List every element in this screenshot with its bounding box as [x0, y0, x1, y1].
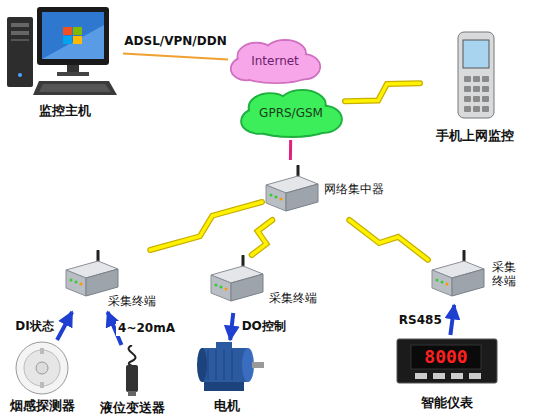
- edge-label: 4~20mA: [116, 321, 177, 335]
- node-label: 电机: [214, 398, 240, 414]
- wireless-bolt: [150, 202, 262, 250]
- terminal-node: 采集终端: [62, 250, 182, 312]
- terminal-node: 采集终端: [207, 255, 337, 313]
- device-icon: [428, 250, 488, 298]
- device-icon: [5, 5, 120, 100]
- node-label: 智能仪表: [421, 395, 473, 411]
- link-line: [123, 54, 228, 60]
- device-icon: [62, 250, 122, 298]
- node-label: 手机上网监控: [436, 128, 514, 144]
- node-label: 监控主机: [39, 103, 91, 119]
- node-label: 采集终端: [269, 291, 317, 305]
- edge-label: RS485: [397, 313, 444, 327]
- wireless-bolt: [345, 83, 420, 101]
- node-label: GPRS/GSM: [259, 106, 323, 120]
- level-transmitter-node: 液位变送器: [92, 345, 172, 418]
- node-label: 采集终端: [108, 294, 156, 308]
- terminal-node: 采集 终端: [428, 250, 528, 305]
- node-label: 烟感探测器: [10, 398, 75, 414]
- computer-node: 监控主机: [5, 5, 123, 123]
- signal-arrow: [450, 305, 454, 335]
- wireless-bolt: [252, 220, 273, 255]
- node-label: 网络集中器: [324, 182, 384, 196]
- device-icon: [207, 255, 267, 303]
- device-icon: [120, 345, 144, 397]
- motor-node: 电机: [185, 340, 270, 418]
- smoke-detector-node: 烟感探测器: [2, 340, 82, 418]
- concentrator-node: 网络集中器: [262, 160, 390, 220]
- node-label: 采集 终端: [492, 260, 522, 289]
- phone-node: 手机上网监控: [420, 30, 530, 148]
- wireless-bolt: [349, 220, 428, 260]
- device-icon: [190, 340, 265, 395]
- device-icon: [262, 165, 322, 213]
- edge-label: DI状态: [13, 319, 55, 333]
- display-reading: 8000: [424, 348, 467, 366]
- edge-label: DO控制: [240, 319, 288, 333]
- device-icon: [456, 30, 496, 120]
- edge-label: ADSL/VPN/DDN: [122, 34, 228, 48]
- signal-arrow: [230, 313, 233, 340]
- device-icon: [10, 340, 74, 396]
- node-label: 液位变送器: [100, 400, 165, 416]
- gprs-cloud: GPRS/GSM: [238, 88, 345, 140]
- node-label: Internet: [251, 54, 299, 68]
- link-line: [290, 140, 291, 160]
- internet-cloud: Internet: [228, 38, 323, 86]
- signal-arrow: [57, 312, 72, 340]
